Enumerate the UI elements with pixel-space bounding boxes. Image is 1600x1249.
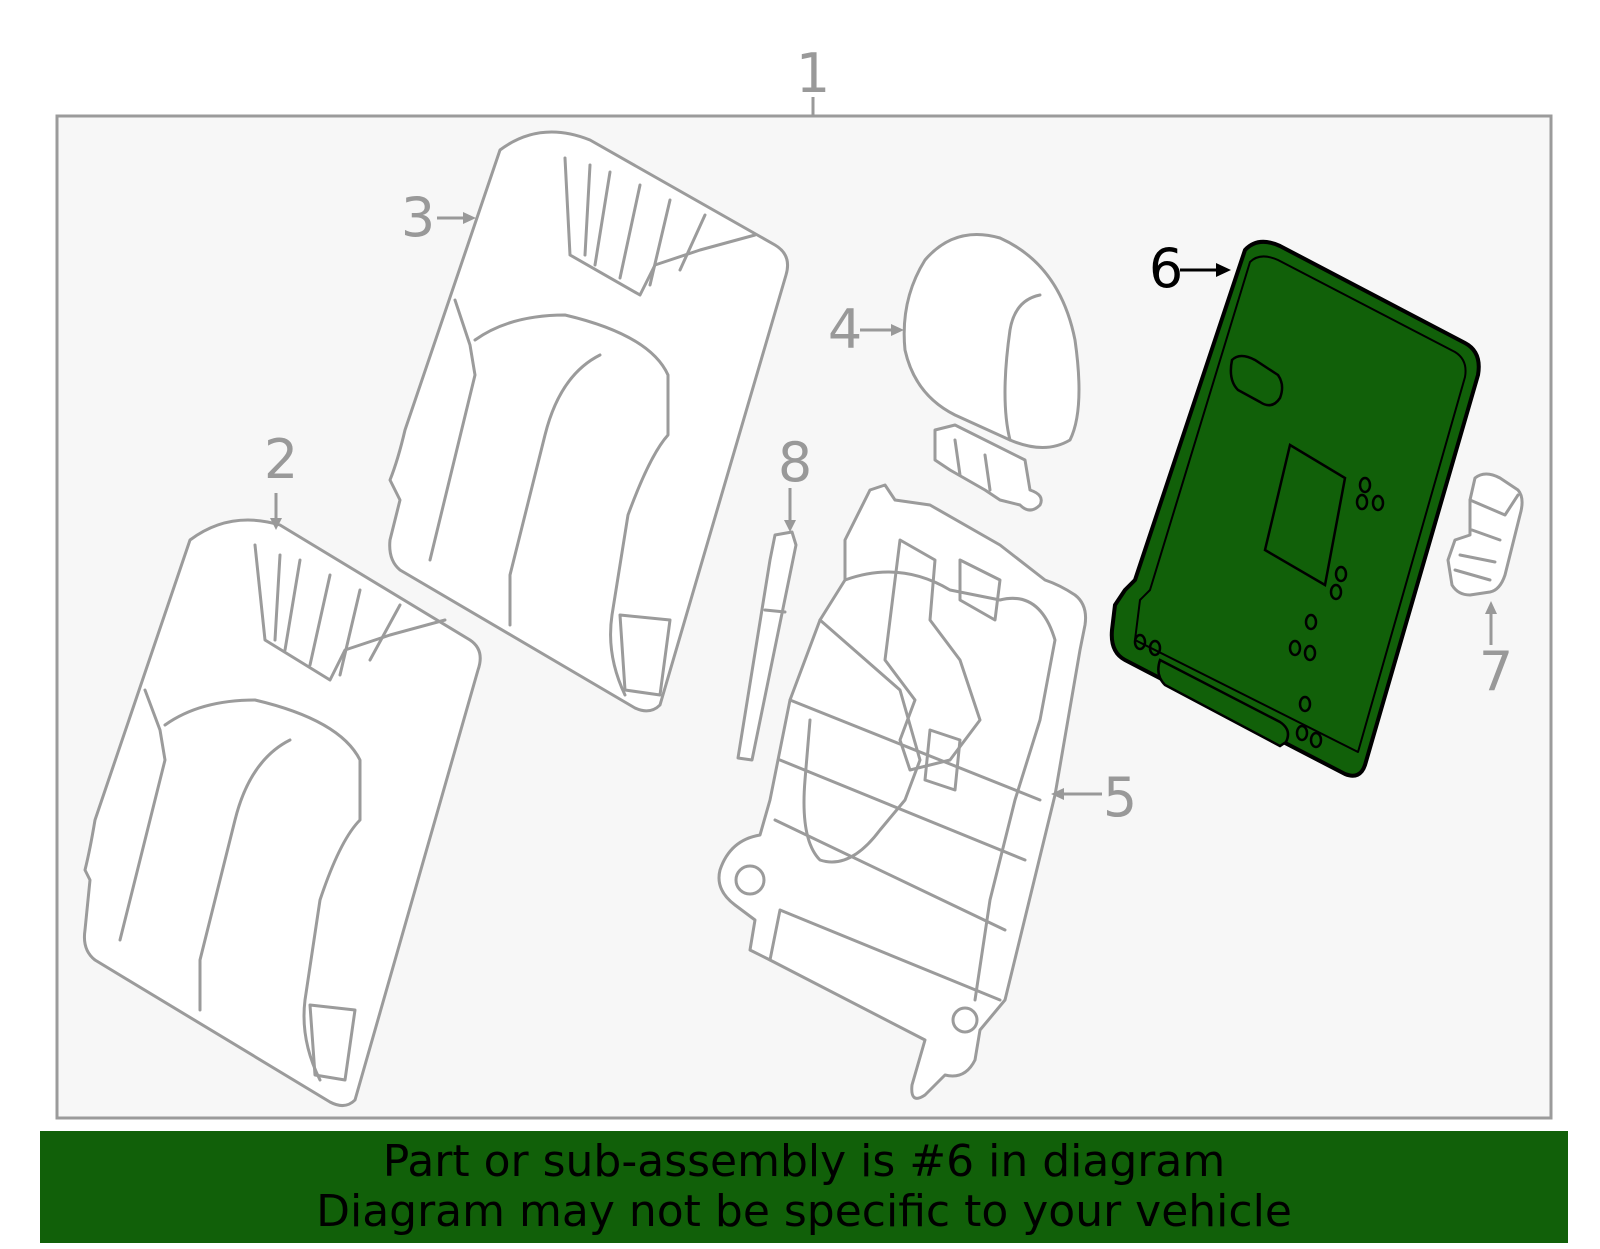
callout-6-arrowhead [1216, 263, 1231, 277]
part-4-headrest [902, 233, 1081, 512]
part-7-clip [1446, 472, 1524, 597]
callout-3: 3 [401, 186, 435, 249]
info-banner: Part or sub-assembly is #6 in diagram Di… [40, 1131, 1568, 1243]
banner-line-2: Diagram may not be specific to your vehi… [316, 1186, 1292, 1237]
callout-7-arrowhead [1485, 601, 1497, 614]
part-2-seat-back-cover [83, 518, 482, 1107]
callout-7: 7 [1479, 640, 1513, 703]
part-3-seat-back-cover [388, 130, 790, 713]
part-8-rod [736, 530, 798, 762]
panel-bottom-slot [1157, 658, 1290, 748]
callout-8-arrowhead [784, 520, 796, 532]
banner-line-1: Part or sub-assembly is #6 in diagram [382, 1136, 1226, 1187]
callout-5: 5 [1103, 766, 1137, 829]
callout-2-arrowhead [270, 518, 282, 530]
callout-8: 8 [778, 431, 812, 494]
panel-window-center [1263, 443, 1347, 587]
callout-5-arrowhead [1051, 788, 1064, 800]
callout-1: 1 [796, 42, 830, 105]
panel-window-top [1229, 354, 1284, 407]
callout-4-arrowhead [891, 324, 904, 336]
callout-3-arrowhead [463, 212, 476, 224]
callout-4: 4 [828, 298, 862, 361]
callout-2: 2 [264, 428, 298, 491]
panel-inner-edge [1134, 255, 1467, 753]
part-5-seat-back-frame [717, 483, 1087, 1100]
callout-6: 6 [1149, 237, 1183, 300]
part-6-seat-back-panel [1109, 239, 1481, 778]
